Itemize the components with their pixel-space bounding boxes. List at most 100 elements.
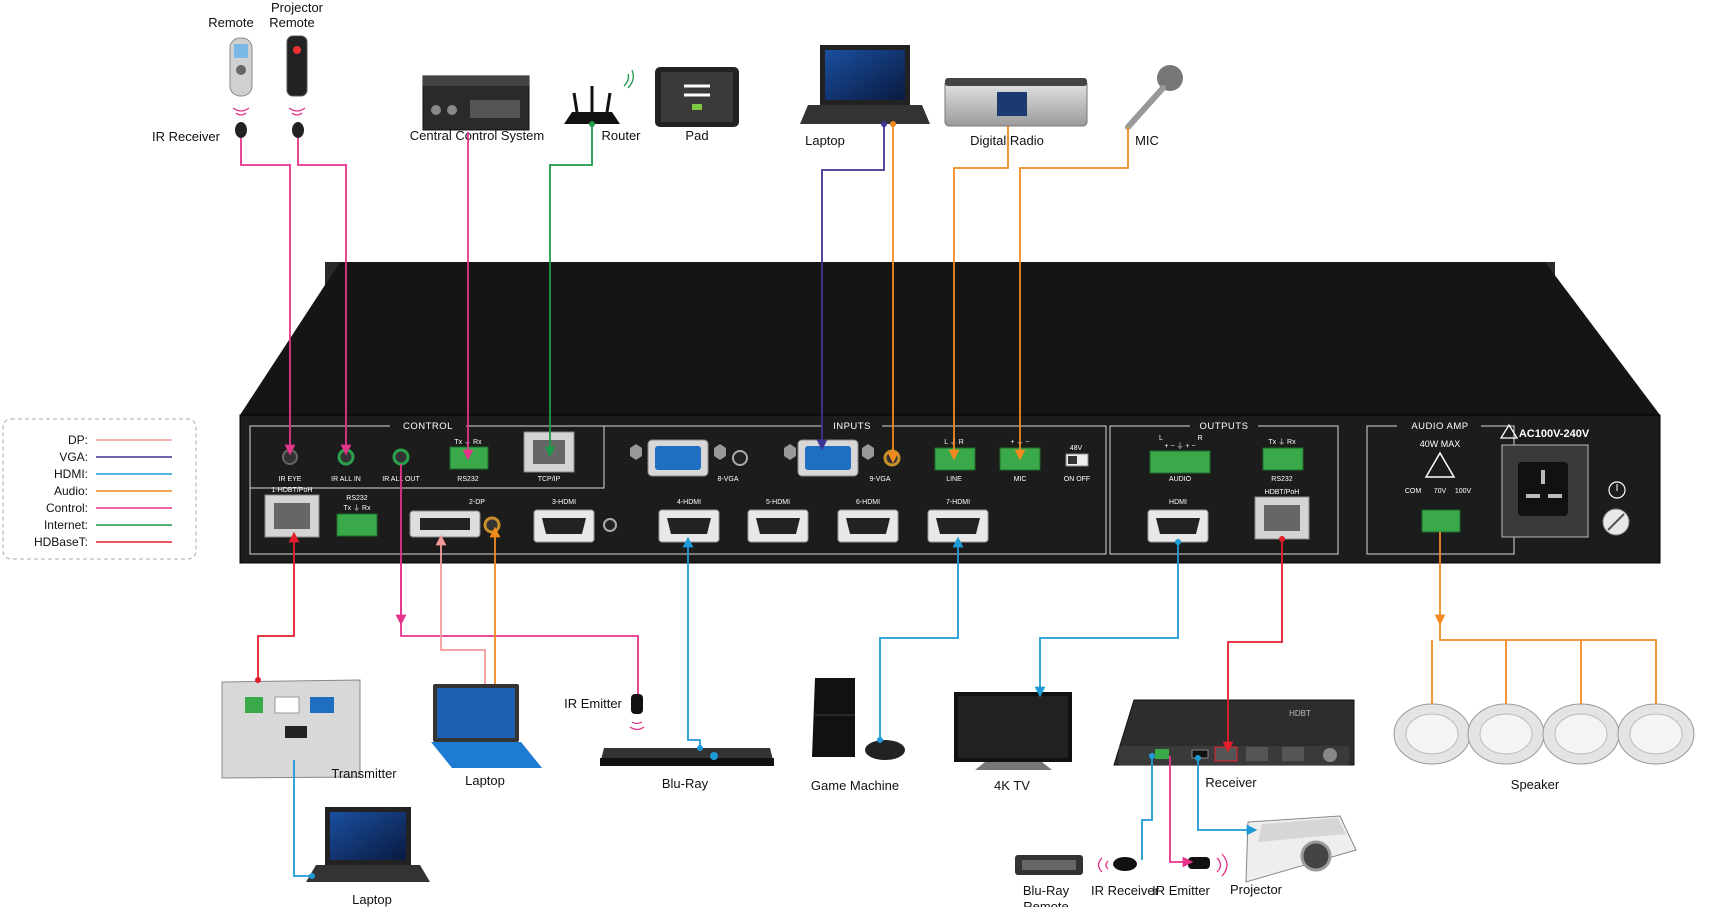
ir-receiver-sensor-1 xyxy=(235,122,247,138)
remote-label: Remote xyxy=(208,15,254,30)
ir-emitter-device xyxy=(631,694,643,714)
speaker-label: Speaker xyxy=(1511,777,1560,792)
legend-label-dp: DP: xyxy=(68,433,88,447)
input-rs232-terminal[interactable] xyxy=(336,513,378,537)
laptop-top-device xyxy=(800,45,930,124)
ir-signal-icon xyxy=(232,107,306,116)
hdmi4-label: 4-HDMI xyxy=(677,499,701,506)
audio-out-l-label: L xyxy=(1159,435,1163,442)
projector-device xyxy=(1245,815,1357,883)
dp-in-label: 2-DP xyxy=(469,499,485,506)
ir-all-out-port[interactable] xyxy=(392,448,410,466)
amp-warning-icon xyxy=(1424,451,1456,478)
bluray-device xyxy=(600,748,774,766)
laptop-bottom-label: Laptop xyxy=(352,892,392,907)
transmitter-device xyxy=(221,679,361,779)
transmitter-label: Transmitter xyxy=(331,766,397,781)
digital-radio-device xyxy=(944,78,1088,127)
audio-amp-section-title: AUDIO AMP xyxy=(1411,421,1468,432)
legend-label-vga: VGA: xyxy=(59,450,88,464)
control-rs232-label: RS232 xyxy=(457,476,479,483)
projector-remote-device xyxy=(286,35,308,97)
receiver-device: HDBT xyxy=(1113,699,1355,766)
audio-out-terminal[interactable] xyxy=(1149,450,1211,474)
dp-audio-jack[interactable] xyxy=(483,516,501,534)
vga9-audio-jack[interactable] xyxy=(883,449,901,467)
ir-emitter-2-label: IR Emitter xyxy=(1152,883,1210,898)
game-machine-label: Game Machine xyxy=(811,778,899,793)
digital-radio-label: Digital Radio xyxy=(970,133,1044,148)
hdmi5-label: 5-HDMI xyxy=(766,499,790,506)
game-machine-hdmi-wire xyxy=(879,536,964,740)
ir-emitter-2-device xyxy=(1188,857,1210,869)
remote-device xyxy=(229,37,253,97)
output-rs232-label: RS232 xyxy=(1271,476,1293,483)
laptop-bottom-device xyxy=(306,807,430,882)
ir-all-in-label: IR ALL IN xyxy=(331,476,361,483)
ir-receiver-label: IR Receiver xyxy=(152,129,221,144)
input-rs232-label: RS232 xyxy=(346,495,368,502)
hdmi6-label: 6-HDMI xyxy=(856,499,880,506)
tcpip-label: TCP/IP xyxy=(538,476,561,483)
ac-voltage-label: AC100V-240V xyxy=(1519,428,1590,440)
laptop-dp-label: Laptop xyxy=(465,773,505,788)
ir-eye-label: IR EYE xyxy=(279,476,302,483)
legend-frame xyxy=(2,418,197,560)
output-rs232-terminal[interactable] xyxy=(1262,447,1304,471)
mic-wire xyxy=(1014,127,1129,461)
receiver-ir-receiver-wire xyxy=(1141,756,1153,860)
bluray-label: Blu-Ray xyxy=(662,776,709,791)
digital-radio-line-wire xyxy=(948,126,1009,461)
ir-receiver-sensor-2 xyxy=(292,122,304,138)
line-in-terminal[interactable] xyxy=(934,447,976,471)
bluray-remote-label-2: Remote xyxy=(1023,899,1069,907)
game-machine-device xyxy=(812,678,905,760)
pad-device xyxy=(655,67,739,127)
ir-all-in-port[interactable] xyxy=(337,448,355,466)
laptop-dp-device xyxy=(431,684,542,768)
hdmi7-label: 7-HDMI xyxy=(946,499,970,506)
transmitter-hdbt-wire xyxy=(257,531,300,680)
central-control-device xyxy=(422,75,530,131)
inputs-section-title: INPUTS xyxy=(833,421,871,432)
line-in-label: LINE xyxy=(946,476,962,483)
receiver-brand-label: HDBT xyxy=(1289,709,1311,718)
tv-device xyxy=(954,692,1072,770)
input-rs232-pins-label: Tx ⏚ Rx xyxy=(343,504,371,512)
projector-label: Projector xyxy=(1230,882,1283,897)
control-rs232-terminal[interactable] xyxy=(449,446,489,470)
hdmi3-audio-jack[interactable] xyxy=(603,518,617,532)
ground-icon xyxy=(1608,481,1626,499)
connection-wires xyxy=(240,121,1657,879)
legend: DP:VGA:HDMI:Audio:Control:Internet:HDBas… xyxy=(2,418,197,560)
ir-all-out-wire xyxy=(400,464,639,694)
bluray-hdmi-wire xyxy=(682,536,701,748)
laptop-top-label: Laptop xyxy=(805,133,845,148)
hdmi-out-label: HDMI xyxy=(1169,499,1187,506)
router-label: Router xyxy=(601,128,641,143)
tv-hdmi-wire xyxy=(1034,542,1179,698)
matrix-switcher-chassis: CONTROL INPUTS OUTPUTS AUDIO AMP IR EYE … xyxy=(239,262,1661,564)
mic-label: MIC xyxy=(1135,133,1159,148)
ac-warning-icon xyxy=(1499,423,1519,439)
control-section-title: CONTROL xyxy=(403,421,453,432)
hdbt-out-label: HDBT/PoH xyxy=(1265,489,1300,496)
audio-out-pins-label: + − ⏚ + − xyxy=(1164,442,1195,450)
phantom-on-off-label: ON OFF xyxy=(1064,476,1090,483)
audio-out-r-label: R xyxy=(1197,435,1202,442)
vga8-audio-jack[interactable] xyxy=(732,450,748,466)
laptop-vga-wire xyxy=(816,124,885,451)
audio-out-label: AUDIO xyxy=(1169,476,1192,483)
legend-label-internet: Internet: xyxy=(44,518,88,532)
speaker-out-terminal[interactable] xyxy=(1421,509,1461,533)
projector-remote-label-2: Remote xyxy=(269,15,315,30)
legend-label-hdbaset: HDBaseT: xyxy=(34,535,88,549)
amp-70v-label: 70V xyxy=(1434,488,1447,495)
ir-eye-port[interactable] xyxy=(282,449,298,465)
projector-remote-label: Projector xyxy=(271,0,324,15)
receiver-label: Receiver xyxy=(1205,775,1257,790)
laptop-dp-wire xyxy=(435,534,486,684)
ir-emitter-label: IR Emitter xyxy=(564,696,622,711)
mic-in-label: MIC xyxy=(1014,476,1027,483)
